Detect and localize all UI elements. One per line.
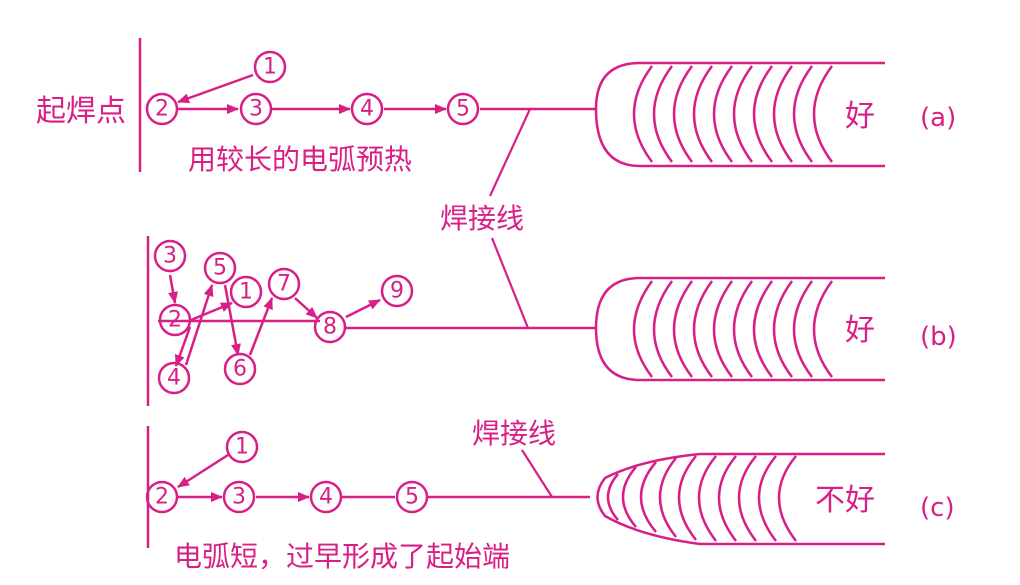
arrow-a-1-2	[177, 73, 254, 104]
arrow-b-1-2	[190, 301, 233, 322]
node-a-2	[145, 92, 179, 126]
arrow-b-4-5	[184, 284, 214, 366]
node-b-2	[158, 303, 192, 337]
weld-line-label-2: 焊接线	[472, 417, 556, 450]
start-point-label: 起焊点	[36, 94, 126, 129]
node-b-7-num: 7	[277, 272, 291, 297]
arrow-b-2-4	[174, 326, 192, 367]
arrow-b-8-9	[345, 298, 381, 319]
node-b-4-num: 4	[167, 366, 181, 391]
node-a-3	[239, 92, 273, 126]
node-b-6-num: 6	[233, 357, 247, 382]
node-b-2-num: 2	[168, 308, 182, 333]
preheat-note: 用较长的电弧预热	[188, 143, 412, 176]
node-b-3	[153, 239, 187, 273]
node-c-5-num: 5	[405, 485, 419, 510]
node-a-4-num: 4	[360, 97, 374, 122]
panel-b	[146, 236, 885, 406]
weld-line-label-1: 焊接线	[440, 202, 524, 235]
node-b-1	[229, 275, 263, 309]
node-a-1-num: 1	[263, 55, 277, 80]
case-a-label: (a)	[920, 103, 956, 133]
node-c-5	[395, 480, 429, 514]
arrow-b-7-8	[294, 297, 318, 319]
arrow-b-6-7	[248, 297, 274, 356]
node-b-9	[380, 274, 414, 308]
node-c-3	[222, 480, 256, 514]
node-c-2	[145, 480, 179, 514]
node-a-5-num: 5	[456, 97, 470, 122]
node-a-5	[446, 92, 480, 126]
case-c-label: (c)	[920, 493, 955, 523]
node-b-6	[223, 352, 257, 386]
leader-weld-a	[489, 108, 531, 197]
node-b-9-num: 9	[390, 279, 404, 304]
node-b-3-num: 3	[163, 244, 177, 269]
node-a-3-num: 3	[249, 97, 263, 122]
bad-label-c: 不好	[815, 483, 875, 518]
node-b-5	[203, 251, 237, 285]
ripples-c	[606, 455, 797, 542]
node-b-1-num: 1	[239, 280, 253, 305]
ripples-b	[632, 280, 834, 378]
node-c-1	[225, 430, 259, 464]
node-b-4	[157, 361, 191, 395]
node-b-7	[267, 267, 301, 301]
panel-c	[145, 426, 885, 548]
node-b-8	[313, 310, 347, 344]
leader-weld-c	[521, 449, 553, 498]
node-a-2-num: 2	[155, 97, 169, 122]
arrow-b-2-3	[168, 274, 178, 304]
arrow-c-1-2	[177, 453, 229, 489]
node-a-1	[253, 50, 287, 84]
node-numbers: 1 2 3 4 5 3 5 1 7 2 8 9 4 6 1 2 3 4 5	[155, 55, 470, 510]
ripples-a	[632, 65, 834, 163]
short-arc-note: 电弧短，过早形成了起始端	[174, 540, 510, 573]
node-a-4	[350, 92, 384, 126]
node-b-5-num: 5	[213, 256, 227, 281]
weld-bead-b	[594, 276, 885, 382]
weld-bead-a	[594, 61, 885, 168]
good-label-a: 好	[845, 99, 875, 134]
case-b-label: (b)	[920, 322, 957, 352]
leaders	[489, 108, 553, 498]
node-b-8-num: 8	[323, 315, 337, 340]
weld-bead-c	[596, 452, 885, 546]
node-c-1-num: 1	[235, 435, 249, 460]
good-label-b: 好	[845, 313, 875, 348]
leader-weld-b	[490, 237, 530, 329]
node-c-4	[309, 480, 343, 514]
panel-a	[138, 38, 885, 172]
node-c-4-num: 4	[319, 485, 333, 510]
node-c-3-num: 3	[232, 485, 246, 510]
text-labels: 起焊点 用较长的电弧预热 焊接线 焊接线 电弧短，过早形成了起始端 好 好 不好…	[36, 94, 957, 573]
node-c-2-num: 2	[155, 485, 169, 510]
